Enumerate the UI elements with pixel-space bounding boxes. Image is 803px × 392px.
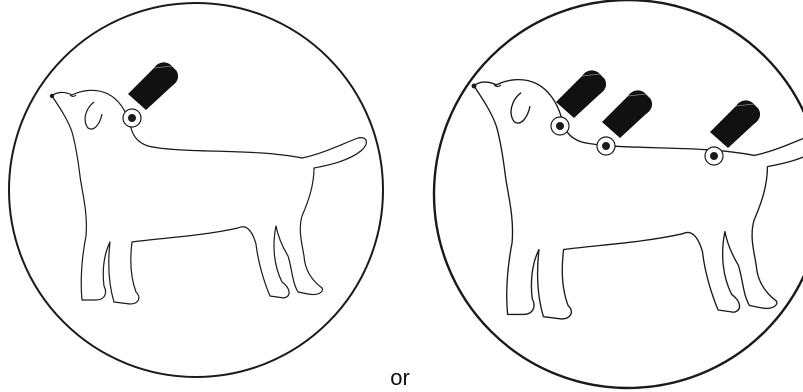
panel-multi-spot: [434, 0, 803, 388]
panel-frame-circle: [9, 3, 383, 377]
connector-label: or: [380, 366, 420, 390]
panel-frame-circle: [434, 0, 803, 388]
panel-single-spot: [9, 3, 383, 377]
